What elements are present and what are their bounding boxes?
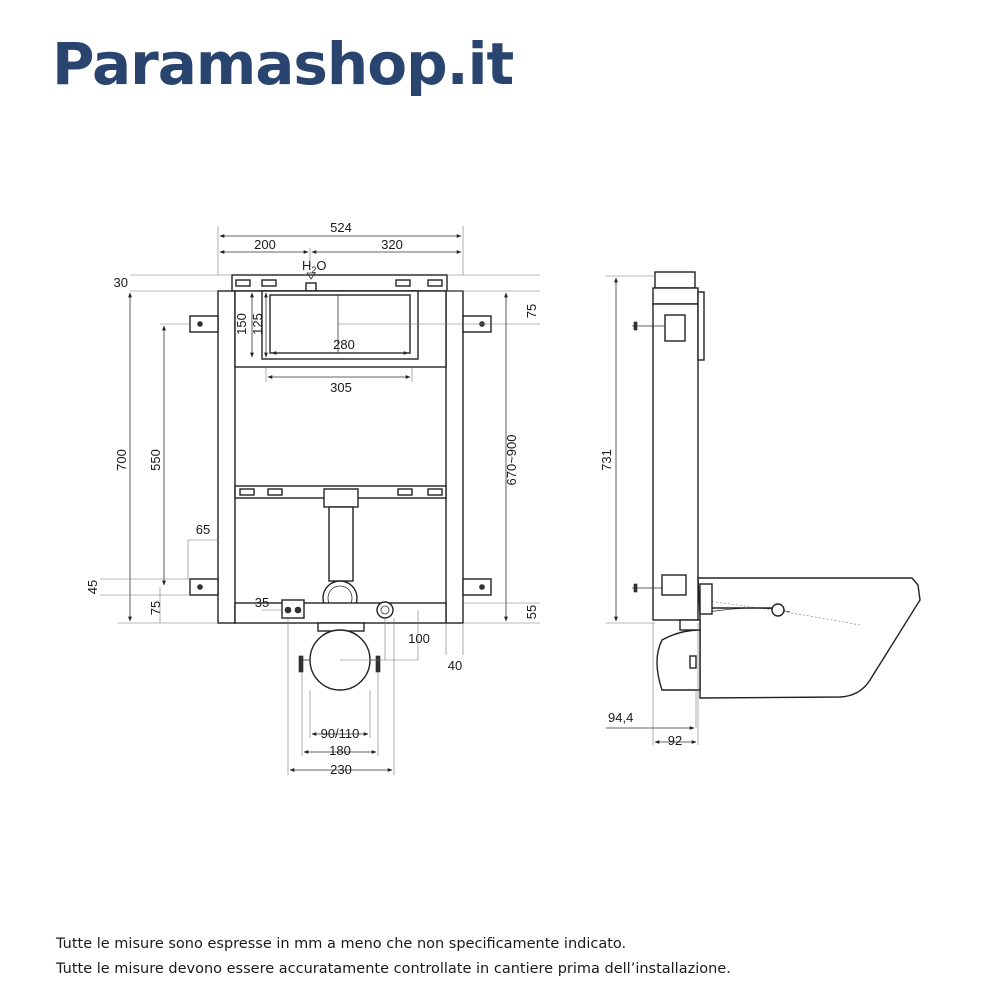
dim-30: 30 — [114, 275, 128, 290]
dim-45: 45 — [85, 580, 100, 594]
flush-pipe — [328, 506, 354, 582]
notes: Tutte le misure sono espresse in mm a me… — [56, 932, 731, 982]
flush-pipe-connector — [323, 488, 359, 508]
note-line-2: Tutte le misure devono essere accuratame… — [56, 961, 731, 977]
dim-55: 55 — [524, 605, 539, 619]
dim-731: 731 — [599, 449, 614, 471]
dim-40: 40 — [448, 658, 462, 673]
dim-125: 125 — [250, 313, 265, 335]
dim-75-right: 75 — [524, 304, 539, 318]
side-top-block — [654, 271, 696, 289]
side-view: 731 94,4 92 — [599, 271, 921, 748]
brand-logo: Paramashop.it — [52, 30, 514, 98]
frame-right-post — [445, 290, 464, 624]
dim-90-110: 90/110 — [321, 726, 360, 741]
dim-150: 150 — [234, 313, 249, 335]
dim-94-4: 94,4 — [608, 710, 633, 725]
dim-92: 92 — [668, 733, 682, 748]
dim-320: 320 — [381, 237, 403, 252]
left-top-bracket — [189, 315, 219, 333]
dim-700: 700 — [114, 449, 129, 471]
dim-75-bottom: 75 — [148, 601, 163, 615]
water-inlet-label: H2O — [302, 258, 327, 275]
dim-550: 550 — [148, 449, 163, 471]
dim-200: 200 — [254, 237, 276, 252]
dim-35: 35 — [255, 595, 269, 610]
front-view: 524 200 320 H2O 30 700 550 65 45 75 150 … — [85, 220, 540, 777]
dim-230: 230 — [330, 762, 352, 777]
side-drain — [656, 629, 701, 691]
dim-305: 305 — [330, 380, 352, 395]
note-line-1: Tutte le misure sono espresse in mm a me… — [56, 936, 627, 952]
side-frame — [652, 303, 699, 621]
dim-100: 100 — [408, 631, 430, 646]
dim-524: 524 — [330, 220, 352, 235]
left-bottom-bracket — [189, 578, 219, 596]
dim-180: 180 — [329, 743, 351, 758]
wc-bowl — [697, 577, 921, 699]
dim-670-900: 670~900 — [504, 435, 519, 486]
dim-65: 65 — [196, 522, 210, 537]
right-bottom-bracket — [462, 578, 492, 596]
frame-left-post — [217, 290, 236, 624]
dim-280: 280 — [333, 337, 355, 352]
